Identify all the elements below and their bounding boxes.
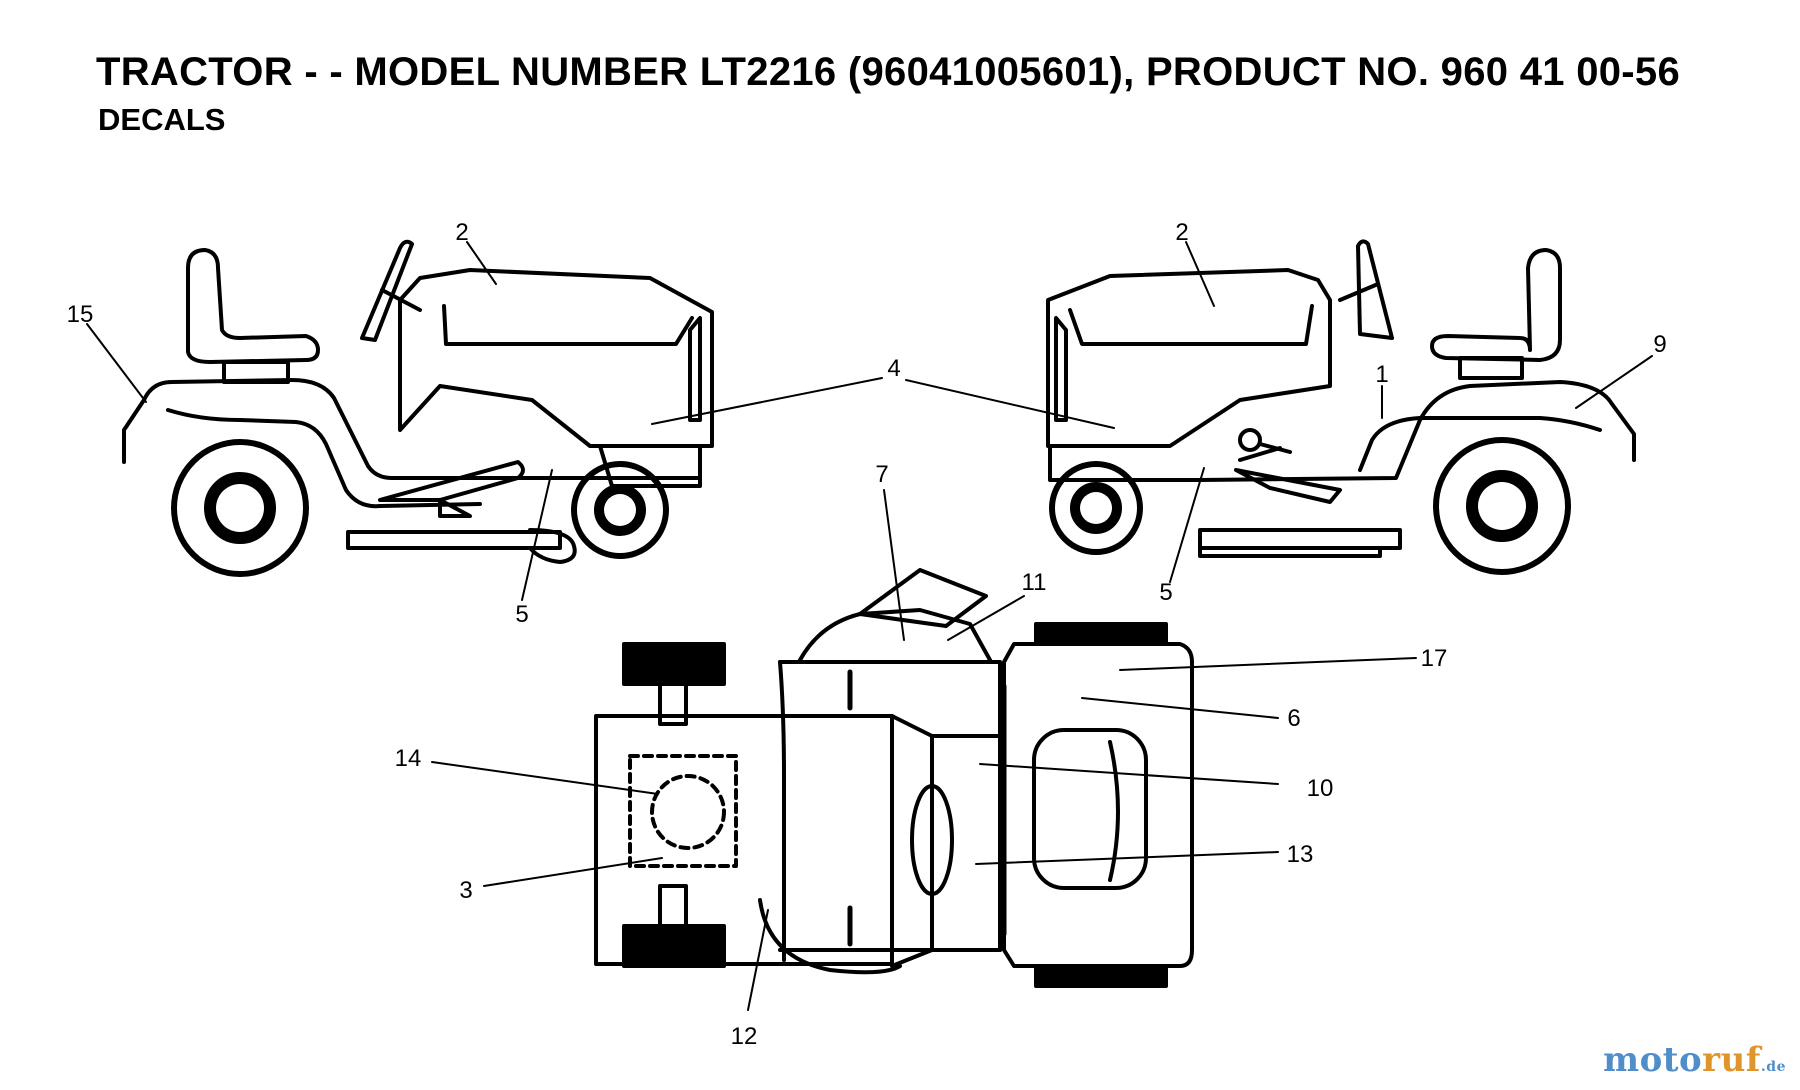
callout-13: 13 [1287, 841, 1314, 868]
callout-6: 6 [1287, 705, 1300, 732]
callout-15: 15 [67, 301, 94, 328]
callout-labels: 15 2 2 4 5 5 1 9 7 11 17 6 10 13 14 3 12 [67, 219, 1667, 1050]
callout-4: 4 [887, 355, 900, 382]
callout-12: 12 [731, 1023, 758, 1050]
callout-2-right: 2 [1175, 219, 1188, 246]
watermark-logo: motoruf.de [1603, 1040, 1786, 1080]
tractor-right-side-view [1046, 239, 1636, 575]
tractor-top-view [594, 568, 1194, 988]
callout-7: 7 [875, 461, 888, 488]
callout-3: 3 [459, 877, 472, 904]
callout-14: 14 [395, 745, 422, 772]
leader-lines [86, 241, 1653, 1011]
callout-2-left: 2 [455, 219, 468, 246]
callout-9: 9 [1653, 331, 1666, 358]
callout-11: 11 [1022, 569, 1047, 596]
callout-5-left: 5 [515, 601, 528, 628]
page-subtitle: DECALS [98, 102, 226, 137]
tractor-left-side-view [122, 239, 714, 577]
page-title: TRACTOR - - MODEL NUMBER LT2216 (9604100… [96, 50, 1681, 94]
callout-17: 17 [1421, 645, 1448, 672]
callout-5-right: 5 [1159, 579, 1172, 606]
callout-10: 10 [1307, 775, 1334, 802]
callout-1: 1 [1375, 361, 1388, 388]
